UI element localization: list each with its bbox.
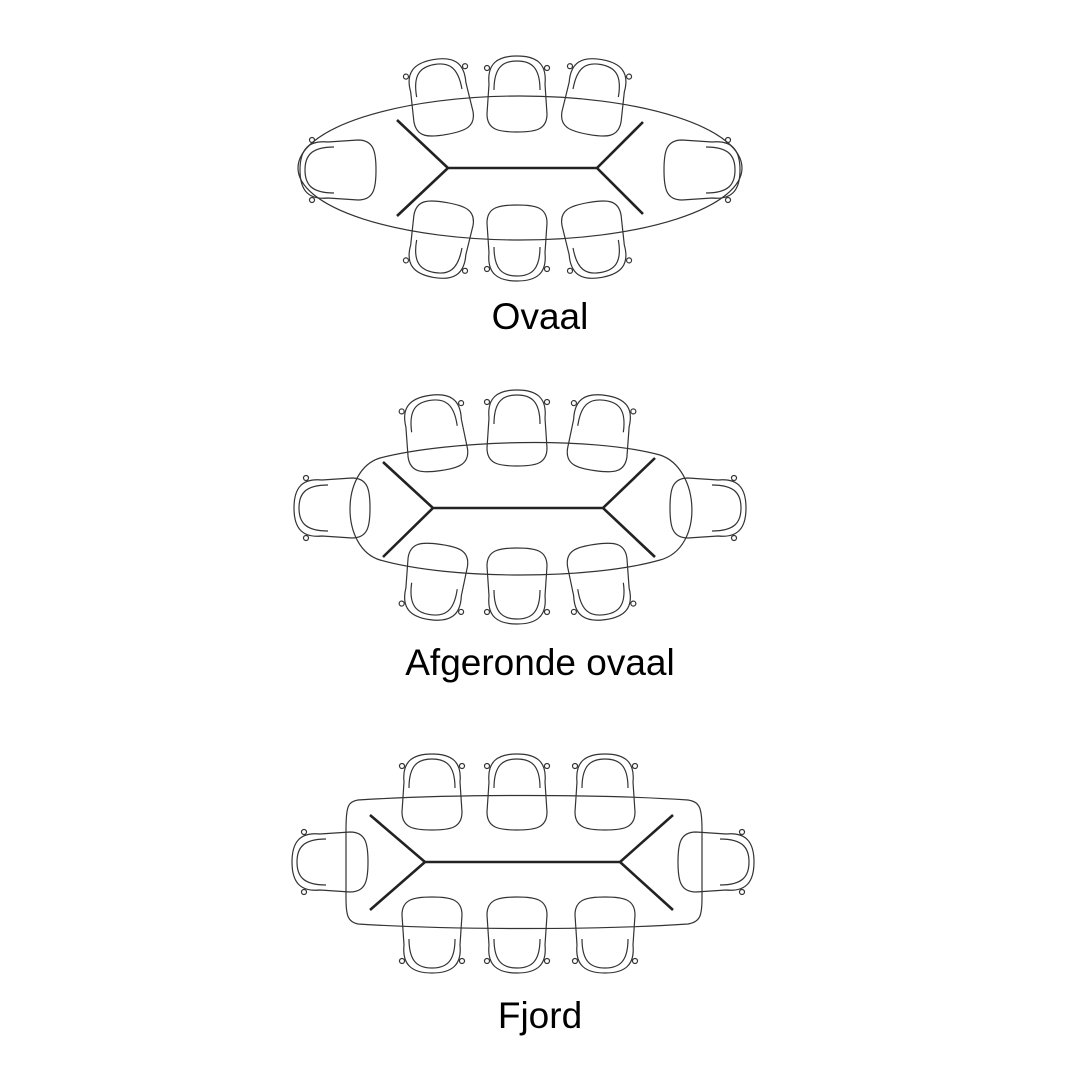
chair-icon xyxy=(555,53,635,141)
table-base xyxy=(382,457,656,558)
chair-icon xyxy=(483,896,551,974)
chair-icon xyxy=(669,474,747,542)
label-afgeronde-ovaal: Afgeronde ovaal xyxy=(405,642,675,683)
chair-icon xyxy=(400,53,480,141)
chair-icon xyxy=(398,896,466,974)
label-ovaal: Ovaal xyxy=(491,296,589,337)
chair-icon xyxy=(561,390,639,476)
chair-icon xyxy=(400,196,480,284)
table-top-fjord xyxy=(345,794,703,930)
table-fjord xyxy=(291,753,755,974)
chair-icon xyxy=(571,753,639,831)
table-top-rounded-oval xyxy=(349,441,693,576)
chair-icon xyxy=(483,204,551,282)
table-base xyxy=(396,119,644,217)
table-ovaal xyxy=(297,53,743,284)
chair-icon xyxy=(483,753,551,831)
table-base xyxy=(369,814,674,911)
chair-icon xyxy=(291,828,369,896)
chair-icon xyxy=(561,539,639,625)
label-fjord: Fjord xyxy=(497,995,583,1036)
chair-icon xyxy=(398,753,466,831)
table-afgeronde-ovaal xyxy=(293,389,747,625)
chair-icon xyxy=(396,539,474,625)
chair-icon xyxy=(483,547,551,625)
table-top-oval xyxy=(297,95,743,241)
chair-icon xyxy=(293,474,371,542)
chair-icon xyxy=(483,389,551,467)
chair-icon xyxy=(483,55,551,133)
chair-icon xyxy=(396,390,474,476)
chair-icon xyxy=(555,196,635,284)
chair-icon xyxy=(677,828,755,896)
chair-icon xyxy=(571,896,639,974)
